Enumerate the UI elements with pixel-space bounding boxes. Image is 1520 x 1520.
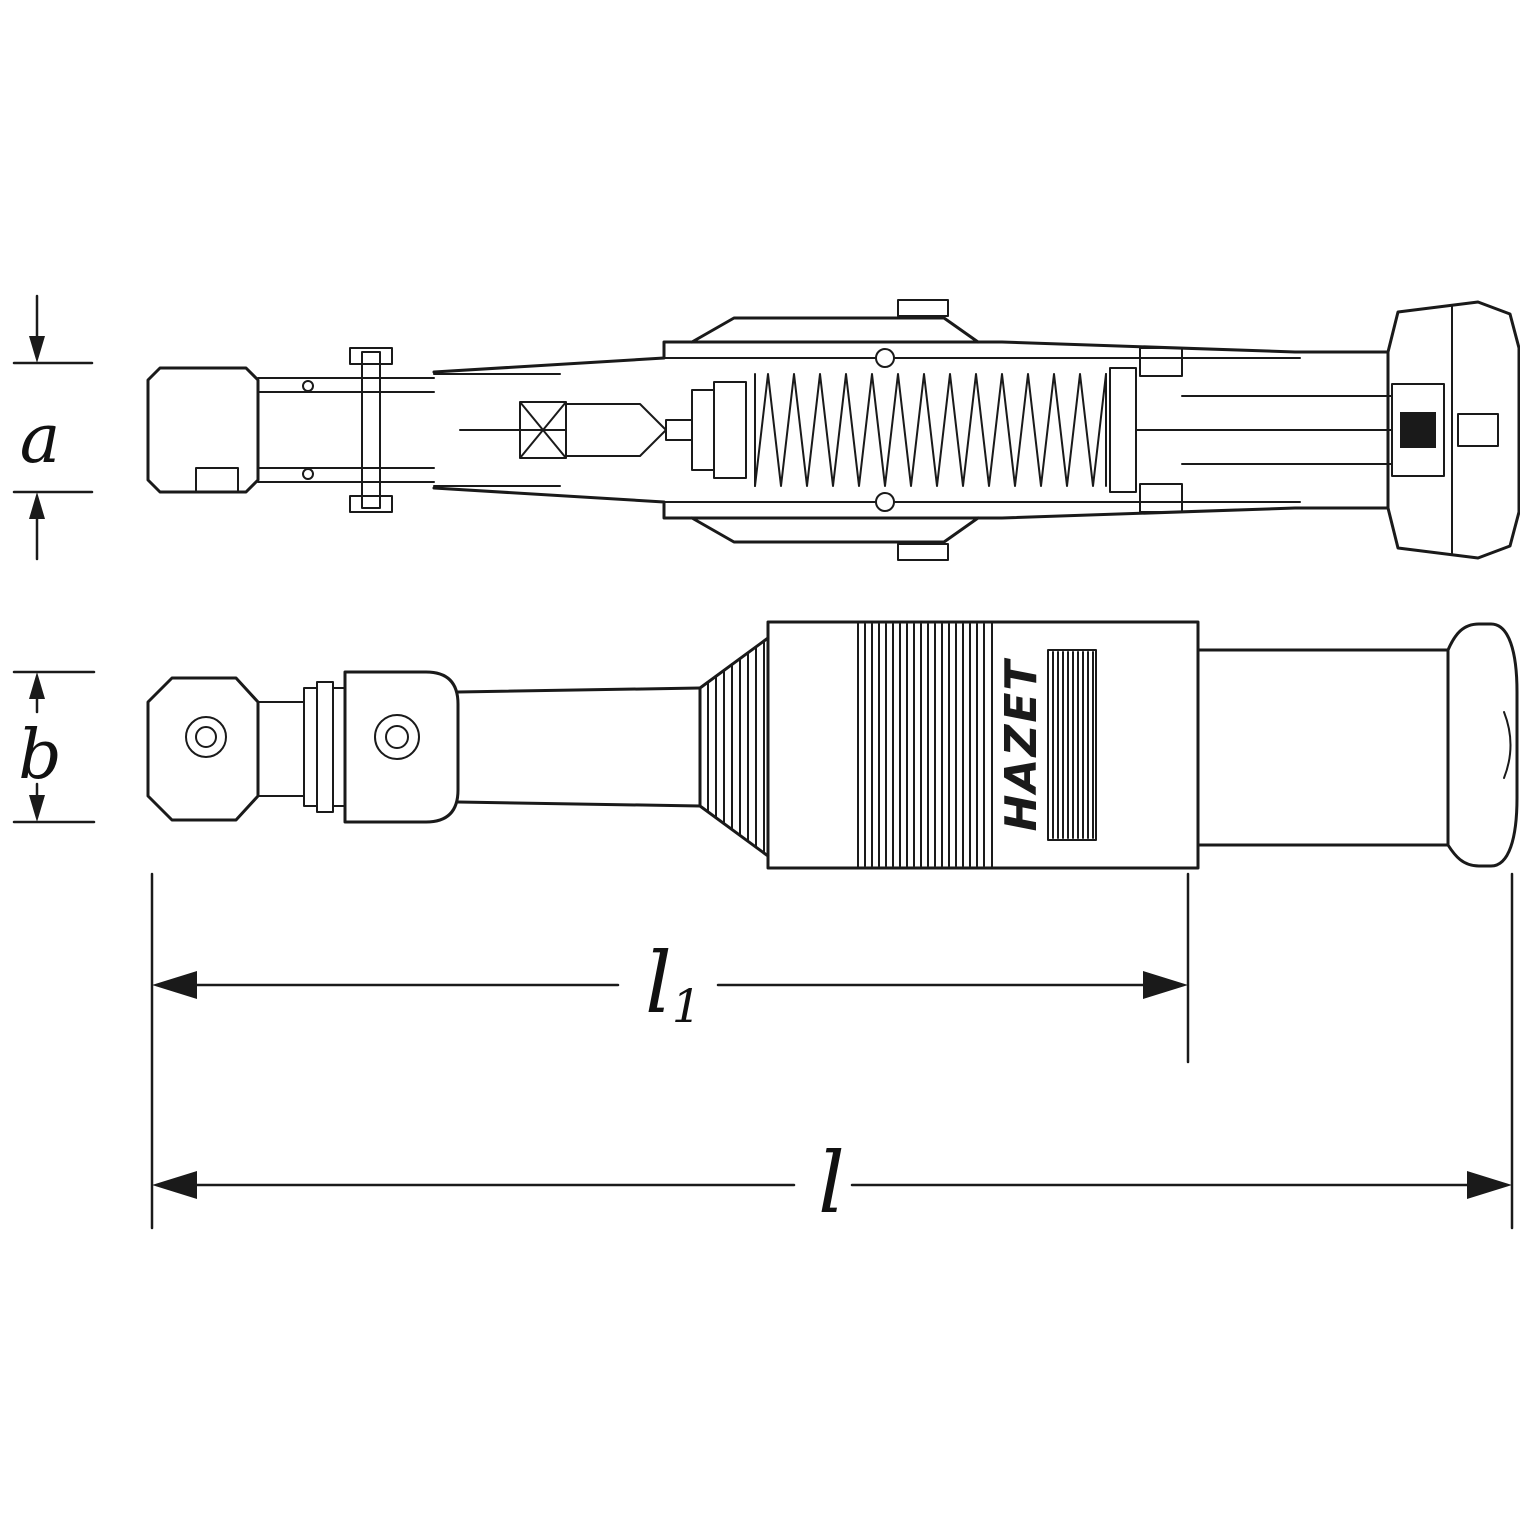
dim-l-label: l	[818, 1134, 845, 1232]
push-stem	[665, 419, 693, 441]
adjuster-set-screw	[1400, 412, 1436, 448]
spring-coils	[754, 373, 1107, 487]
bearing-ball-top	[875, 348, 895, 368]
dim-b-label: b	[18, 716, 62, 795]
pivot-housing	[343, 670, 460, 824]
neck-lines	[257, 701, 305, 797]
clip-bottom	[897, 543, 949, 561]
dim-l1-arrow-left	[152, 971, 197, 999]
flare-knurl-lines	[707, 640, 765, 854]
push-plate-large	[713, 381, 747, 479]
knurl-band-fine-outline	[1047, 649, 1097, 841]
side-view: HAZET	[146, 620, 1519, 870]
adjuster-nut	[1391, 383, 1445, 477]
knurl-band-coarse-edges	[857, 621, 993, 869]
clevis-fork-top	[257, 377, 435, 393]
collar-ring-2	[316, 681, 334, 813]
detent-housing	[195, 467, 239, 493]
flare-cone	[698, 636, 770, 858]
cross-section-view	[146, 299, 1520, 561]
pivot-hole-outer	[374, 714, 420, 760]
tube-bottom-edge	[456, 800, 702, 808]
tube-outer-top	[432, 340, 1390, 374]
dim-a-arrow-bottom-head	[29, 492, 45, 519]
dimension-a: a	[12, 294, 94, 561]
handle-hump-bottom	[690, 516, 980, 544]
main-cylinder	[766, 620, 1200, 870]
pivot-bolt-cap-top	[349, 347, 393, 365]
dimension-l1: l1	[152, 934, 1188, 1033]
plunger	[565, 403, 667, 457]
knurl-band-coarse-lines	[864, 623, 985, 867]
dim-l1-label-sub: 1	[672, 979, 701, 1033]
dimension-b: b	[12, 670, 96, 824]
spring-end-coils	[754, 373, 1107, 487]
dim-a-arrow-top-head	[29, 336, 45, 363]
pivot-hole-inner	[385, 725, 409, 749]
collar-ring-3	[332, 687, 346, 807]
dim-a-label: a	[20, 400, 61, 479]
cam-cross-detail	[519, 401, 567, 459]
dim-l-arrow-right	[1467, 1171, 1512, 1199]
dim-b-arrow-down-head	[29, 795, 45, 822]
dim-l1-label: l1	[645, 934, 701, 1033]
drive-head	[146, 676, 260, 822]
push-plate-small	[691, 389, 715, 471]
collar-ring-1	[303, 687, 318, 807]
dim-l1-label-base: l	[645, 934, 672, 1032]
bore-lines	[433, 373, 561, 487]
dimension-l: l	[152, 1134, 1512, 1232]
end-knob-button-arc	[1503, 711, 1512, 779]
spring-seat	[1109, 367, 1137, 493]
slider-block-top	[1139, 347, 1183, 377]
drive-pin-hole-inner	[195, 726, 217, 748]
clip-top	[897, 299, 949, 317]
drive-pin-hole-outer	[185, 716, 227, 758]
handle-hump-top	[690, 316, 980, 344]
end-knob	[1446, 622, 1519, 868]
dim-l-arrow-left	[152, 1171, 197, 1199]
end-cap-detail	[1457, 413, 1499, 447]
tube-top-edge	[456, 686, 702, 694]
dim-b-arrow-up-head	[29, 672, 45, 699]
clevis-fork-bottom	[257, 467, 435, 483]
dim-l1-arrow-right	[1143, 971, 1188, 999]
tube-outer-bottom	[432, 486, 1390, 520]
slider-block-bottom	[1139, 483, 1183, 513]
pivot-ball-top	[302, 380, 314, 392]
extension-lines	[150, 872, 1514, 1230]
pivot-bolt-cap-bottom	[349, 495, 393, 513]
adjustment-spindle	[1135, 395, 1393, 465]
pivot-bolt-shaft	[361, 351, 381, 509]
knurl-band-fine-lines	[1052, 651, 1094, 839]
bearing-ball-bottom	[875, 492, 895, 512]
drive-square-section	[146, 366, 260, 494]
pivot-ball-bottom	[302, 468, 314, 480]
brand-label: HAZET	[996, 658, 1047, 832]
